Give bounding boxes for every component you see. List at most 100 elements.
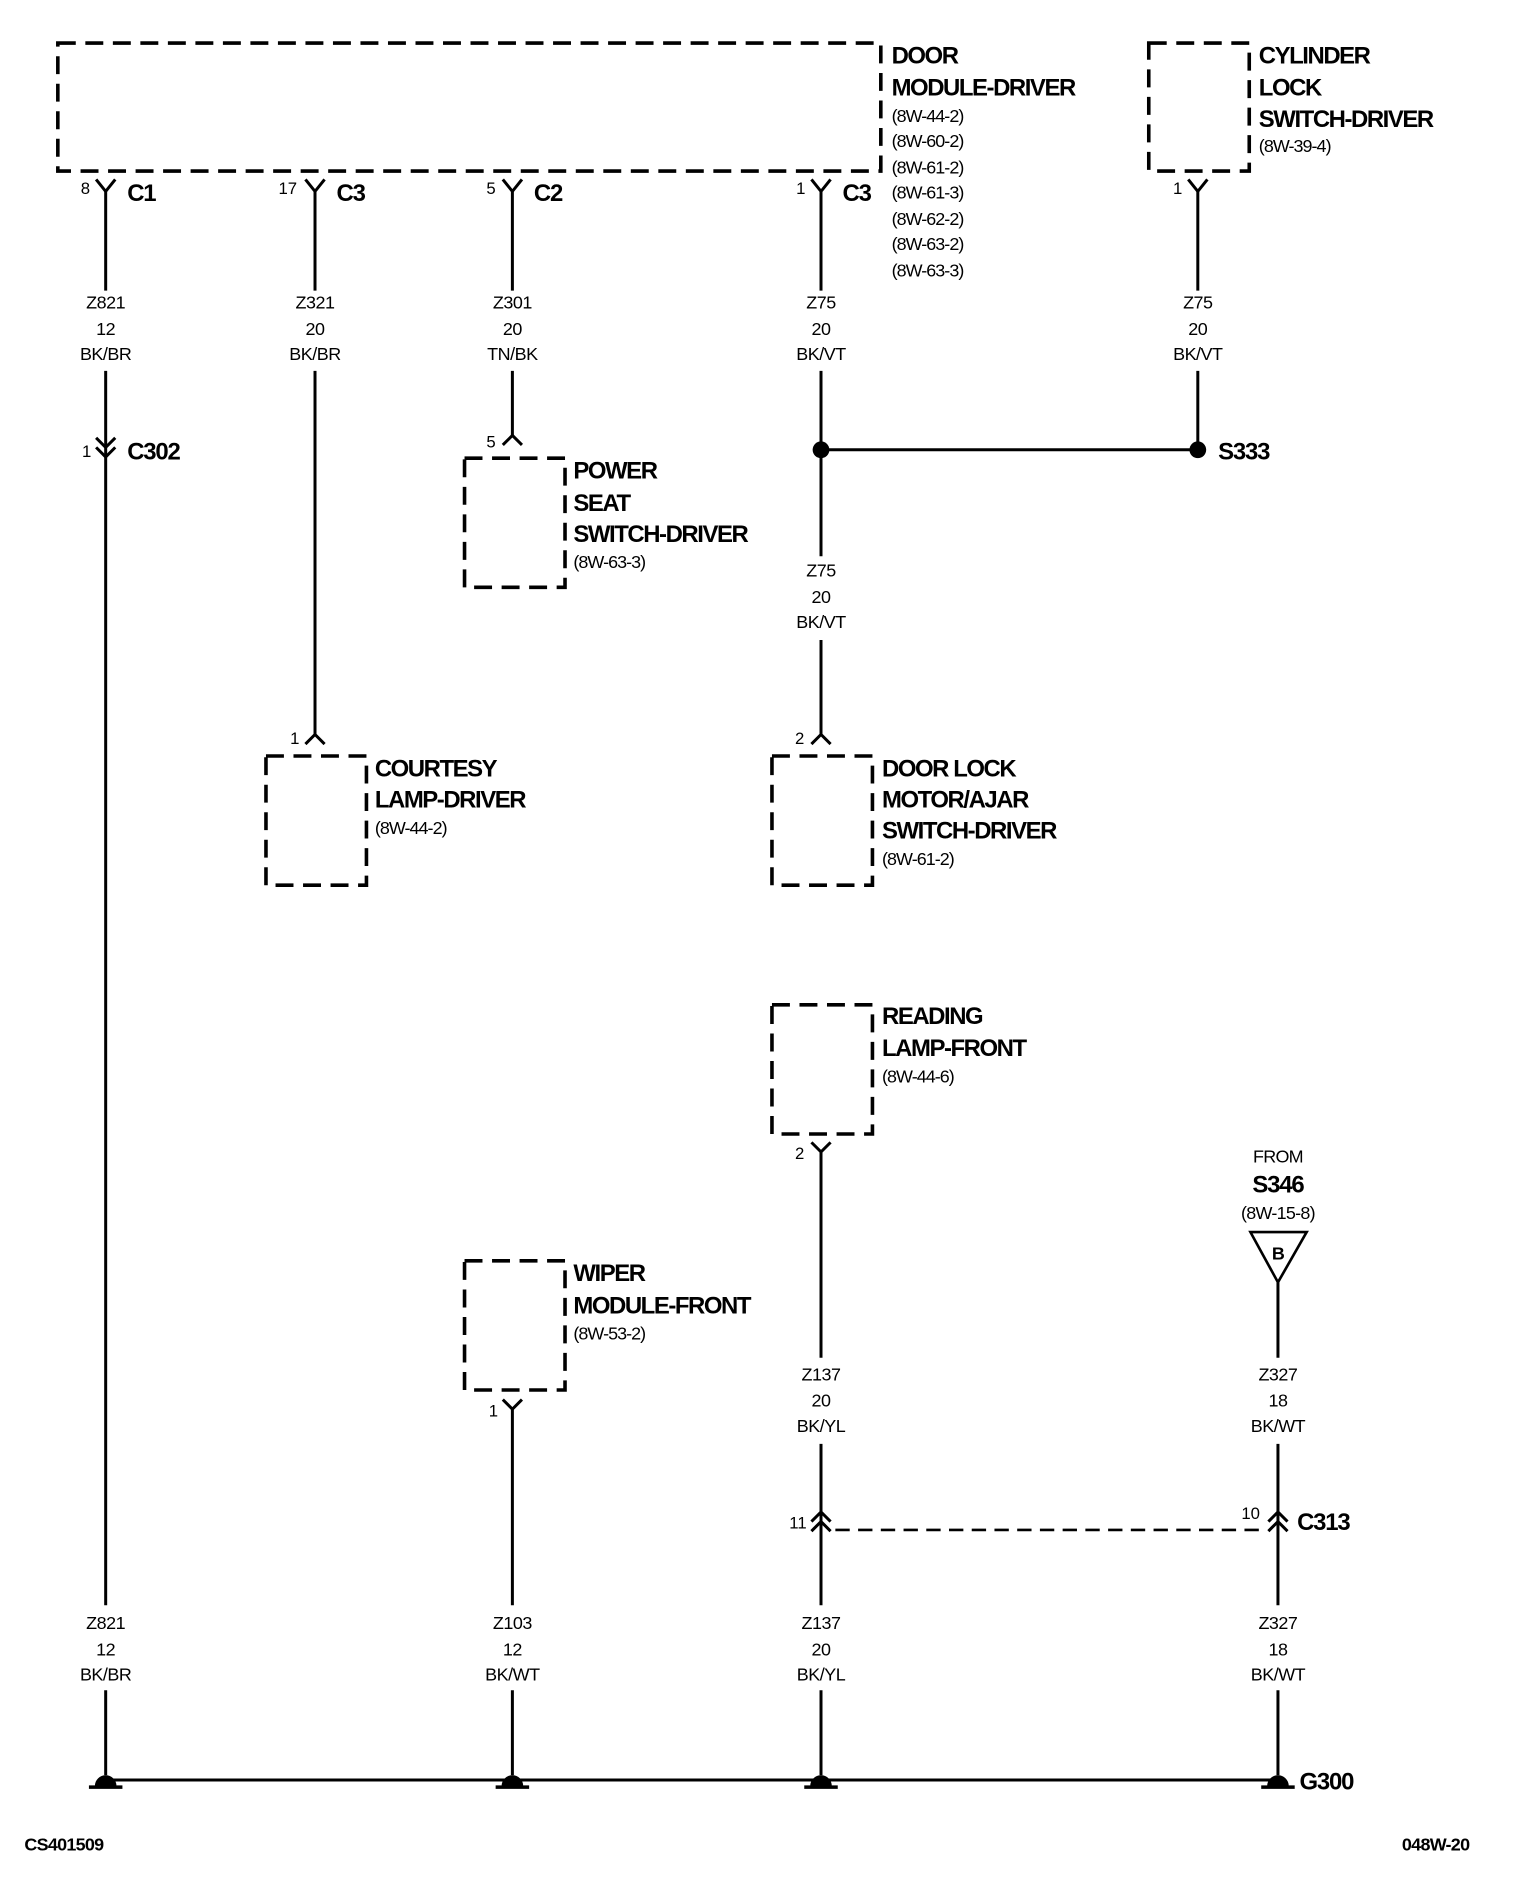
component-name-line: LAMP-DRIVER (375, 786, 526, 813)
courtesy-lamp-label: COURTESY LAMP-DRIVER (8W-44-2) (375, 755, 528, 838)
reading-lamp-label: READING LAMP-FRONT (8W-44-6) (882, 1003, 1029, 1087)
ground-symbol (495, 1775, 530, 1789)
component-ref: (8W-44-2) (892, 106, 964, 126)
component-name-line: SEAT (573, 490, 631, 517)
wire-gauge: 12 (96, 319, 115, 339)
component-ref: (8W-44-2) (375, 818, 447, 838)
wire-label-z821-upper: Z821 12 BK/BR (80, 293, 132, 364)
terminal-symbol (810, 732, 832, 746)
terminal-symbol (810, 178, 832, 194)
wire-gauge: 20 (812, 1391, 831, 1411)
component-name-line: DOOR (892, 42, 959, 69)
door-lock-motor-box (770, 754, 875, 887)
wire-gauge: 12 (503, 1640, 522, 1660)
wire-circuit: Z75 (806, 561, 836, 581)
wire-label-z821-lower: Z821 12 BK/BR (80, 1613, 132, 1684)
ground-dome (1267, 1775, 1289, 1786)
terminal-symbol (810, 1141, 832, 1155)
component-ref: (8W-44-6) (882, 1067, 954, 1087)
connector-id: C3 (843, 180, 872, 207)
component-ref: (8W-63-3) (892, 260, 964, 280)
wire-label-z75-lock-motor: Z75 20 BK/VT (796, 561, 846, 632)
wiper-module-label: WIPER MODULE-FRONT (8W-53-2) (573, 1260, 753, 1344)
pin-number: 5 (486, 179, 495, 198)
component-ref: (8W-63-3) (573, 552, 645, 572)
terminal-symbol (94, 178, 117, 194)
off-page-ref: (8W-15-8) (1241, 1203, 1315, 1223)
terminal-symbol (501, 178, 524, 194)
wire-circuit: Z137 (802, 1364, 841, 1384)
wire-label-z321: Z321 20 BK/BR (289, 293, 341, 364)
wire-circuit: Z821 (86, 1613, 125, 1633)
wire-label-z301: Z301 20 TN/BK (487, 293, 538, 364)
wire-color: BK/VT (1173, 344, 1223, 364)
inline-connector-symbol (95, 436, 117, 460)
ground-id: G300 (1299, 1769, 1354, 1796)
wiper-module-box (462, 1259, 567, 1392)
wire-label-z327-upper: Z327 18 BK/WT (1251, 1364, 1306, 1435)
door-module-driver-box (56, 41, 883, 173)
pin-number: 1 (1173, 179, 1182, 198)
reading-lamp-pin-2: 2 (795, 1141, 832, 1163)
wire-gauge: 20 (306, 319, 325, 339)
power-seat-switch-box (462, 456, 567, 590)
wire-circuit: Z137 (802, 1613, 841, 1633)
wire-color: BK/VT (796, 612, 846, 632)
power-seat-switch-label: POWER SEAT SWITCH-DRIVER (8W-63-3) (573, 457, 750, 572)
splice-dot (1189, 441, 1207, 459)
component-name-line: SWITCH-DRIVER (573, 521, 748, 548)
wire-color: BK/YL (797, 1416, 846, 1436)
component-ref: (8W-39-4) (1259, 136, 1331, 156)
wire-color: BK/BR (80, 344, 132, 364)
connector-c313: 11 10 C313 (789, 1504, 1351, 1536)
wire-circuit: Z327 (1258, 1364, 1297, 1384)
ground-dome (94, 1775, 117, 1786)
component-name-line: SWITCH-DRIVER (1259, 106, 1434, 133)
wire-label-z137-upper: Z137 20 BK/YL (797, 1364, 846, 1435)
pin-number: 1 (489, 1401, 498, 1420)
door-lock-motor-label: DOOR LOCK MOTOR/AJAR SWITCH-DRIVER (8W-6… (882, 755, 1059, 869)
wire-circuit: Z75 (806, 293, 836, 313)
component-name-line: MODULE-FRONT (573, 1292, 751, 1319)
wire-gauge: 20 (812, 319, 831, 339)
wire-circuit: Z103 (493, 1613, 532, 1633)
connector-id: C313 (1297, 1509, 1350, 1536)
component-name-line: DOOR LOCK (882, 755, 1017, 782)
wire-gauge: 20 (812, 1640, 831, 1660)
component-name-line: MODULE-DRIVER (892, 75, 1076, 102)
wire-label-z75-cylinder: Z75 20 BK/VT (1173, 293, 1223, 364)
wire-color: BK/WT (485, 1665, 540, 1685)
component-name-line: SWITCH-DRIVER (882, 818, 1057, 845)
courtesy-lamp-pin-1: 1 (290, 729, 326, 748)
power-seat-pin-5: 5 (486, 432, 524, 451)
wire-color: BK/BR (289, 344, 341, 364)
splice-id: S333 (1218, 438, 1270, 465)
door-module-driver-label: DOOR MODULE-DRIVER (8W-44-2) (8W-60-2) (… (892, 42, 1078, 280)
component-name-line: CYLINDER (1259, 42, 1371, 69)
component-name-line: LOCK (1259, 75, 1323, 102)
off-page-prefix: FROM (1253, 1147, 1303, 1167)
component-ref: (8W-63-2) (892, 234, 964, 254)
component-name-line: MOTOR/AJAR (882, 786, 1029, 813)
wire-gauge: 18 (1268, 1640, 1287, 1660)
wire-circuit: Z75 (1183, 293, 1213, 313)
pin-number: 1 (82, 442, 91, 461)
ground-dome (501, 1775, 524, 1786)
reading-lamp-box (770, 1003, 875, 1136)
ground-symbol (1261, 1775, 1295, 1789)
inline-connector-symbol (1267, 1509, 1289, 1533)
off-page-letter: B (1272, 1244, 1285, 1264)
ground-symbol (804, 1775, 838, 1789)
inline-connector-symbol (810, 1509, 832, 1533)
component-name-line: WIPER (573, 1260, 645, 1287)
wire-circuit: Z301 (493, 293, 532, 313)
wire-label-z75-module: Z75 20 BK/VT (796, 293, 846, 364)
connector-id: C3 (337, 180, 366, 207)
wire-gauge: 12 (96, 1640, 115, 1660)
wire-label-z327-lower: Z327 18 BK/WT (1251, 1613, 1306, 1684)
component-ref: (8W-53-2) (573, 1324, 645, 1344)
component-ref: (8W-61-2) (892, 157, 964, 177)
terminal-symbol (501, 433, 524, 447)
wire-color: TN/BK (487, 344, 538, 364)
